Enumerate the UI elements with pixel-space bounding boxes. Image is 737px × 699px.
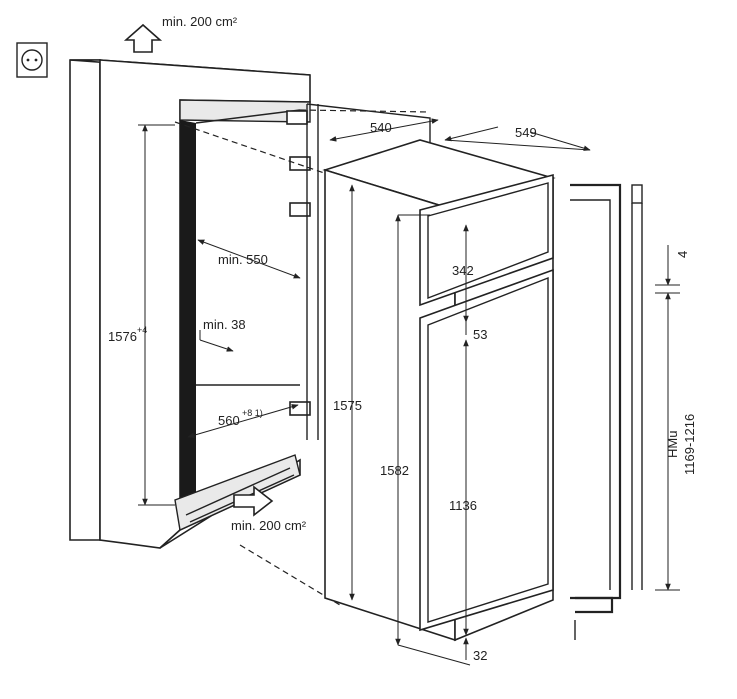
dim-342: 342 bbox=[452, 263, 474, 278]
vent-bottom-label: min. 200 cm² bbox=[231, 518, 307, 533]
power-socket-icon bbox=[16, 42, 48, 78]
side-profile bbox=[570, 183, 643, 640]
fridge-appliance bbox=[322, 139, 556, 642]
dimension-lines bbox=[138, 118, 680, 666]
cabinet-niche bbox=[69, 59, 311, 549]
dim-1576-tolerance: +4 bbox=[137, 325, 147, 335]
dim-560-tolerance: +8 1) bbox=[242, 408, 263, 418]
guide-lines bbox=[174, 109, 431, 606]
dim-1575: 1575 bbox=[333, 398, 362, 413]
vent-top-label: min. 200 cm² bbox=[162, 14, 238, 29]
dim-560: 560 bbox=[218, 413, 240, 428]
dim-540: 540 bbox=[370, 120, 392, 135]
dim-4: 4 bbox=[675, 251, 690, 258]
bottom-vent-arrow-icon bbox=[233, 485, 274, 517]
dim-53: 53 bbox=[473, 327, 487, 342]
dim-1576: 1576 bbox=[108, 329, 137, 344]
dim-1582: 1582 bbox=[380, 463, 409, 478]
dim-hmu-label: HMu bbox=[665, 431, 680, 458]
dim-32: 32 bbox=[473, 648, 487, 663]
dim-hmu-range: 1169-1216 bbox=[682, 414, 697, 475]
dim-1136: 1136 bbox=[449, 498, 477, 513]
dim-min-550: min. 550 bbox=[218, 252, 268, 267]
top-vent-arrow-icon bbox=[123, 23, 163, 53]
dim-549: 549 bbox=[515, 125, 537, 140]
dim-min-38: min. 38 bbox=[203, 317, 246, 332]
